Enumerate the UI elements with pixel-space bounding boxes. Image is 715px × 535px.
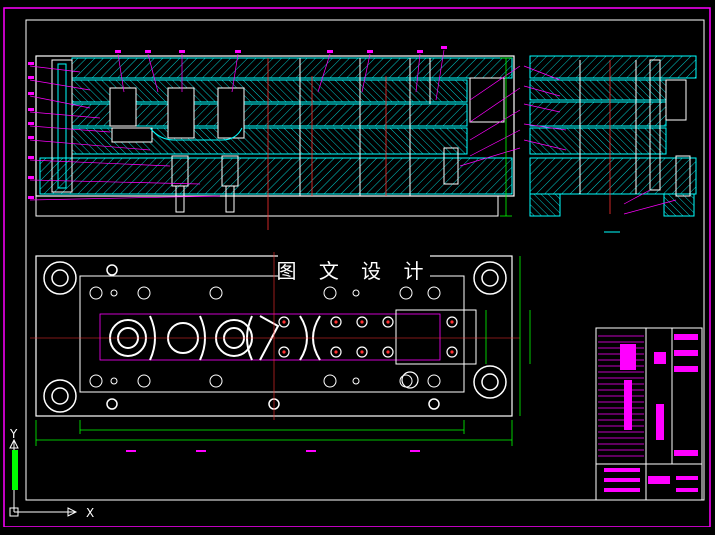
sheet-inner-border [25, 19, 705, 501]
title-block-table [595, 327, 703, 501]
ucs-y-marker [12, 450, 18, 490]
status-strip [0, 527, 715, 535]
plan-view [30, 252, 531, 452]
side-section-view [523, 55, 697, 233]
ucs-axis-icon [9, 438, 78, 517]
drawing-title-banner: 图 文 设 计 [276, 254, 430, 284]
front-section-view [28, 46, 521, 230]
axis-x-label: X [86, 506, 95, 520]
axis-y-label: Y [10, 427, 18, 441]
